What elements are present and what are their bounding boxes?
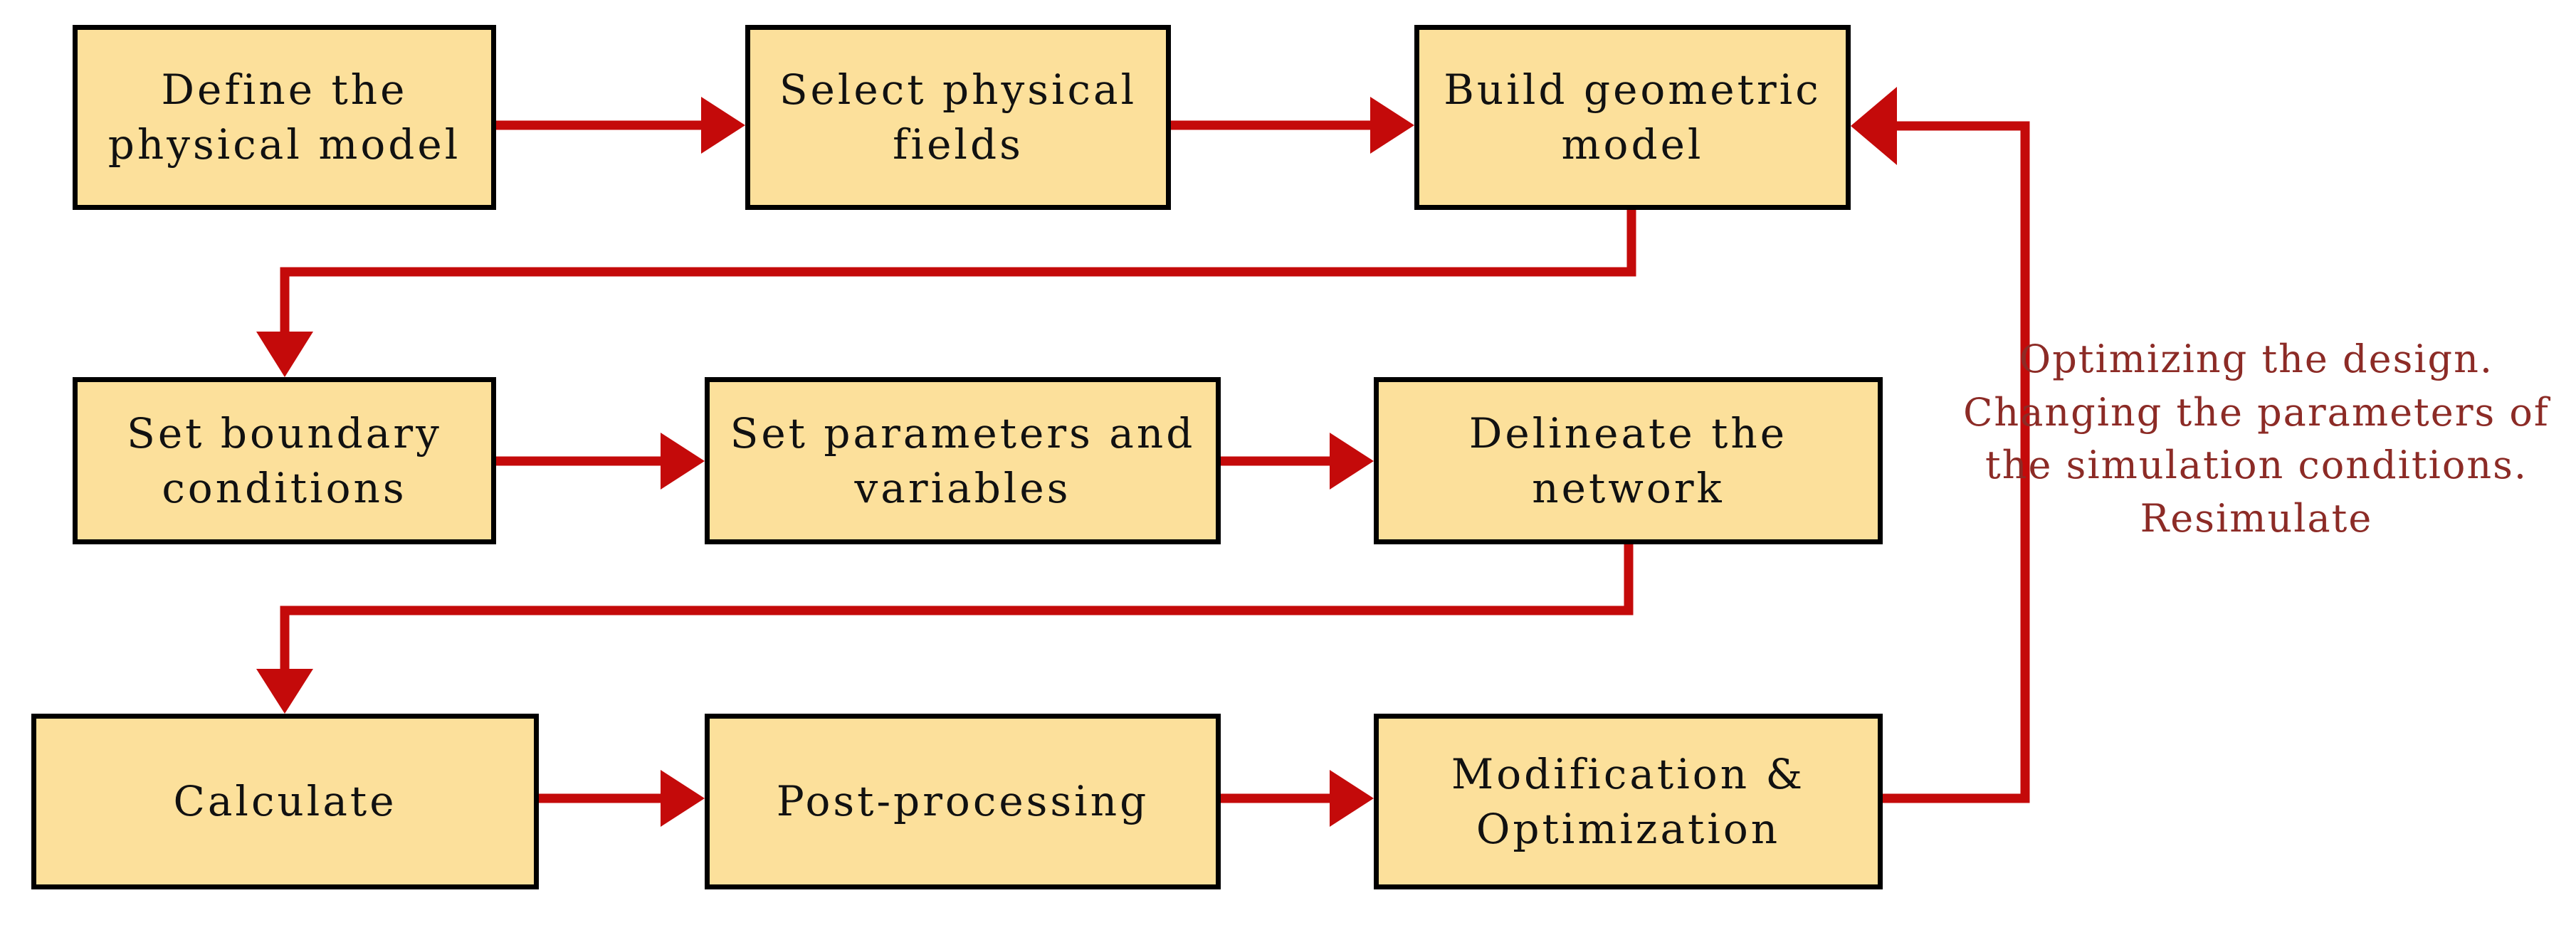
node-define-physical-model[interactable]: Define the physical model [73, 25, 496, 210]
node-label: Select physical fields [779, 65, 1137, 169]
connector-select-to-build [1171, 97, 1414, 154]
node-label: Define the physical model [107, 65, 461, 169]
node-label: Build geometric model [1444, 65, 1821, 169]
connector-post-to-modification [1221, 770, 1374, 827]
connector-define-to-select [496, 97, 745, 154]
node-post-processing[interactable]: Post-processing [705, 714, 1221, 889]
node-label: Set parameters and variables [730, 408, 1196, 512]
node-modification-optimization[interactable]: Modification & Optimization [1374, 714, 1883, 889]
node-set-boundary-conditions[interactable]: Set boundary conditions [73, 377, 496, 544]
node-delineate-network[interactable]: Delineate the network [1374, 377, 1883, 544]
connector-modification-to-build [1851, 87, 2030, 803]
node-label: Calculate [173, 777, 397, 826]
feedback-loop-annotation: Optimizing the design. Changing the para… [1963, 337, 2550, 541]
node-select-physical-fields[interactable]: Select physical fields [745, 25, 1171, 210]
node-label: Delineate the network [1468, 408, 1788, 512]
connector-parameters-to-network [1221, 433, 1374, 490]
connector-calculate-to-post [539, 770, 705, 827]
node-label: Modification & Optimization [1451, 749, 1806, 853]
node-set-parameters-variables[interactable]: Set parameters and variables [705, 377, 1221, 544]
node-label: Post-processing [776, 777, 1150, 826]
node-build-geometric-model[interactable]: Build geometric model [1414, 25, 1851, 210]
node-calculate[interactable]: Calculate [31, 714, 539, 889]
connector-boundary-to-parameters [496, 433, 705, 490]
connector-build-to-boundary [256, 210, 1636, 377]
node-label: Set boundary conditions [127, 408, 442, 512]
connector-network-to-calculate [256, 544, 1634, 714]
